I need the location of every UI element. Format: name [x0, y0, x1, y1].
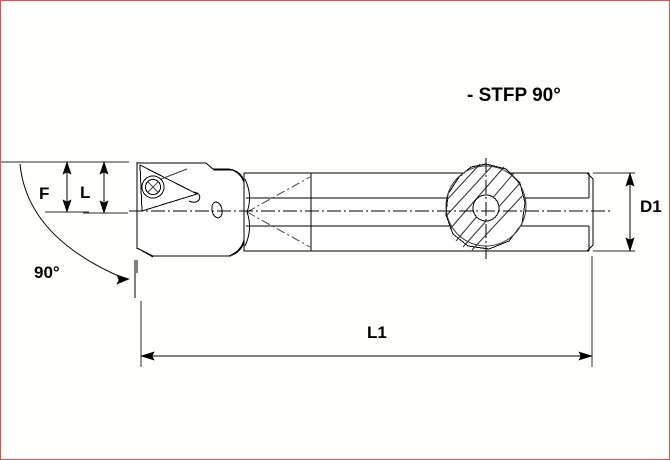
dimension-f-label: F [39, 184, 50, 203]
dimension-d1-arrow-bottom [625, 237, 635, 253]
dimension-l-arrow-top [99, 161, 109, 175]
shank-rear-bottom-chamfer [586, 244, 594, 252]
head-lower-left-chamfer [136, 247, 154, 258]
dimension-l-label: L [80, 183, 91, 202]
clamp-screw-inner [145, 179, 161, 195]
dimension-l1-group [139, 256, 594, 367]
triangular-insert-group [139, 164, 201, 212]
dimension-f-arrow-top [62, 161, 72, 175]
dimension-l1-arrow-right [578, 351, 594, 361]
insert-nose-corner [188, 191, 201, 203]
dimension-d1-group [593, 171, 635, 253]
dimension-l1-label: L1 [367, 323, 387, 342]
dimension-f-group [45, 161, 89, 213]
lead-angle-arc [19, 163, 124, 279]
dimension-d1-arrow-top [625, 171, 635, 187]
lead-angle-group [19, 163, 138, 298]
shank-rear-top-chamfer [586, 172, 594, 180]
cone-upper-dashdot [246, 176, 311, 213]
knurled-collar-group [445, 158, 527, 259]
cone-lower-dashdot [246, 211, 311, 248]
dimension-f-arrow-bottom [62, 199, 72, 213]
lead-angle-arrowhead [116, 274, 130, 285]
clamp-screw-torx-slot-b [147, 181, 159, 193]
lead-angle-label: 90° [34, 263, 60, 282]
transition-cone-group [244, 176, 311, 248]
dimension-l-group [83, 161, 128, 214]
head-top-step [205, 162, 215, 171]
dimension-l1-arrow-left [139, 351, 155, 361]
drawing-title: - STFP 90° [467, 85, 561, 106]
dimension-l-arrow-bottom [99, 200, 109, 214]
cone-left-arc [244, 178, 251, 247]
dimension-d1-label: D1 [640, 197, 662, 216]
